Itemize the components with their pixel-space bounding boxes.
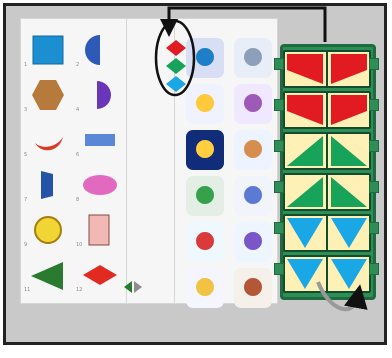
panel-side-tab <box>369 263 379 275</box>
left-card-cell: 2 <box>74 26 126 69</box>
panel-cell-green <box>283 132 371 170</box>
panel-side-tab <box>274 263 284 275</box>
left-card-cell: 7 <box>22 161 74 204</box>
left-card-number: 4 <box>76 107 79 113</box>
left-card-cell: 1 <box>22 26 74 69</box>
panel-cell-green <box>283 173 371 211</box>
panel-side-tab <box>369 99 379 111</box>
panel-side-tab <box>369 58 379 70</box>
rectangle-blue <box>77 119 123 161</box>
sun-flower-icon <box>186 268 224 308</box>
panel-side-tab <box>369 222 379 234</box>
circle-yellow <box>25 209 71 251</box>
middle-card-items <box>126 18 174 302</box>
panel-cell-red <box>283 91 371 129</box>
flower-icon <box>234 222 272 262</box>
left-card-cell: 4 <box>74 71 126 114</box>
hexagon-brown <box>25 74 71 116</box>
rocket-icon <box>234 176 272 216</box>
left-card-cell: 8 <box>74 161 126 204</box>
panel-pattern <box>285 257 369 291</box>
sign-icon <box>186 38 224 78</box>
triangle-green <box>25 254 71 296</box>
left-card-number: 6 <box>76 152 79 158</box>
left-card-number: 8 <box>76 197 79 203</box>
sailboat-icon <box>186 176 224 216</box>
left-card-cell: 11 <box>22 251 74 294</box>
left-card-cell: 6 <box>74 116 126 159</box>
left-card-number: 3 <box>24 107 27 113</box>
half-circle-blue <box>77 29 123 71</box>
square-blue <box>25 29 71 71</box>
left-card-cell: 5 <box>22 116 74 159</box>
panel-cell-blue <box>283 214 371 252</box>
panel-side-tab <box>369 181 379 193</box>
left-card-number: 11 <box>24 287 30 293</box>
cat-icon <box>234 38 272 78</box>
oval-pink <box>77 164 123 206</box>
rectangle-pink <box>77 209 123 251</box>
night-sky-icon <box>186 130 224 170</box>
left-card-cell: 3 <box>22 71 74 114</box>
left-card-number: 7 <box>24 197 27 203</box>
panel-pattern <box>285 175 369 209</box>
panel-side-tab <box>274 181 284 193</box>
panel-cells <box>280 44 376 300</box>
left-card-cell: 9 <box>22 206 74 249</box>
panel-side-tab <box>369 140 379 152</box>
panel-side-tab <box>274 99 284 111</box>
trapezoid-blue <box>25 164 71 206</box>
crescent-red <box>25 119 71 161</box>
left-card-cell: 12 <box>74 251 126 294</box>
book-icon <box>234 268 272 308</box>
panel-pattern <box>285 134 369 168</box>
half-circle-purple <box>77 74 123 116</box>
panel-pattern <box>285 52 369 86</box>
left-card-number: 2 <box>76 62 79 68</box>
panel-cell-red <box>283 50 371 88</box>
left-card-number: 10 <box>76 242 82 248</box>
panel-side-tab <box>274 140 284 152</box>
panel-pattern <box>285 216 369 250</box>
smiling-face-icon <box>234 130 272 170</box>
duck-icon <box>186 84 224 124</box>
right-card-grid <box>174 18 276 302</box>
panel-cell-blue <box>283 255 371 293</box>
left-card-number: 1 <box>24 62 27 68</box>
left-card-cell: 10 <box>74 206 126 249</box>
panel-pattern <box>285 93 369 127</box>
left-card-number: 5 <box>24 152 27 158</box>
owl-icon <box>234 84 272 124</box>
diamond-red <box>77 254 123 296</box>
panel-side-tab <box>274 58 284 70</box>
green-red-diamond-icon <box>124 280 142 294</box>
panel-side-tab <box>274 222 284 234</box>
left-card-number: 12 <box>76 287 82 293</box>
left-card-number: 9 <box>24 242 27 248</box>
clown-icon <box>186 222 224 262</box>
